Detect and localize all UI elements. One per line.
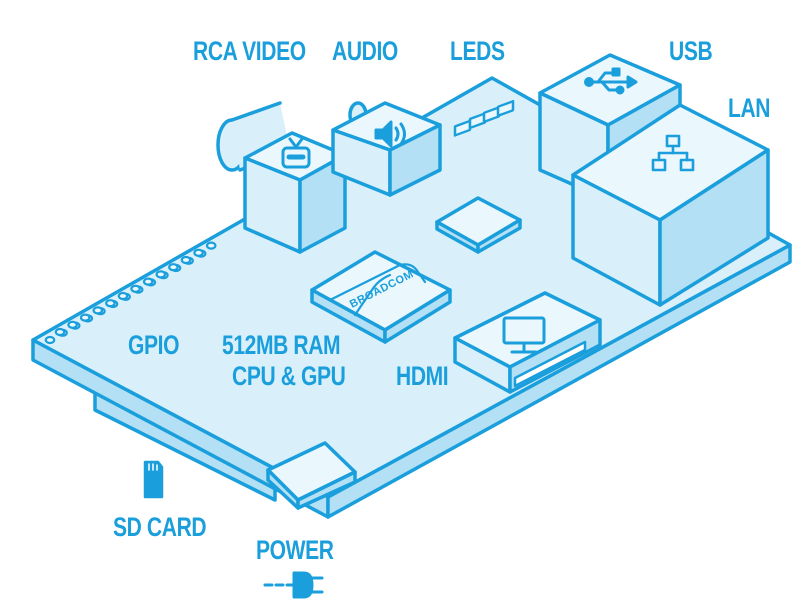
gpio-pins [44,241,217,345]
gpio-pin [205,241,217,250]
gpio-pin [92,306,104,315]
leds [453,99,515,137]
gpio-pin [54,327,66,337]
label-leds: LEDS [450,36,505,66]
network-icon [651,134,695,172]
usb-icon [584,67,638,95]
gpio-pin [105,299,116,308]
label-rca-video: RCA VIDEO [193,36,306,66]
speaker-icon [374,120,406,148]
label-usb: USB [669,36,713,66]
label-hdmi: HDMI [396,361,449,391]
label-lan: LAN [728,93,771,123]
gpio-pin [155,270,167,279]
gpio-pin [44,335,56,345]
sd-card-icon [143,460,164,499]
gpio-pin [142,277,154,286]
label-cpu-gpu: CPU & GPU [232,361,346,391]
lan-connector [571,103,770,307]
gpio-pin [168,263,179,272]
label-sd-card: SD CARD [113,512,207,542]
power-plug-icon [263,571,324,599]
gpio-pin [180,255,192,265]
broadcom-chip [310,250,452,344]
gpio-pin [67,320,78,329]
gpio-pin [117,291,129,301]
label-ram: 512MB RAM [222,330,341,360]
label-power: POWER [256,535,334,565]
gpio-pin [193,248,204,257]
gpio-pin [130,284,141,293]
label-gpio: GPIO [128,330,180,360]
label-audio: AUDIO [332,36,398,66]
small-chip [435,196,522,254]
power-connector [266,441,357,510]
gpio-pin [79,313,91,322]
tv-icon [281,137,311,169]
monitor-icon [502,316,546,354]
